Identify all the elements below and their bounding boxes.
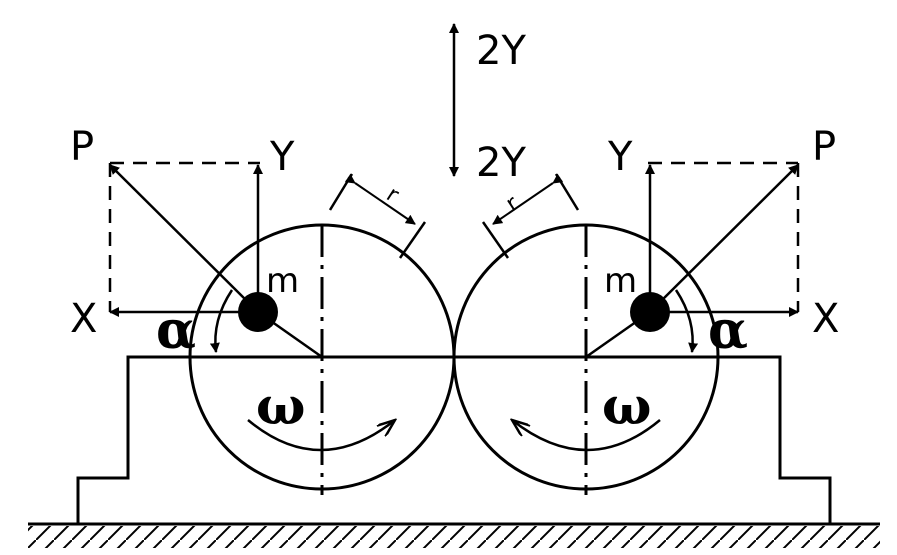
left-label-x: X [70,296,97,342]
right-label-y: Y [607,134,633,180]
right-label-m: m [604,261,637,301]
right-force-vectors [645,164,799,317]
left-mass [238,292,278,332]
left-label-y: Y [269,134,295,180]
right-label-p: P [812,124,836,170]
left-label-alpha: α [156,300,196,361]
left-force-rectangle [108,161,260,312]
left-label-omega: ω [256,376,306,437]
left-radius-dimension [328,173,427,259]
left-force-vectors [109,164,263,317]
left-label-r: r [382,182,404,208]
right-label-x: X [812,296,839,342]
label-2y-bottom: 2Y [476,140,526,186]
left-label-m: m [266,261,299,301]
right-label-r: r [502,191,524,217]
base-housing [76,355,832,524]
label-2y-top: 2Y [476,28,526,74]
right-label-omega: ω [602,376,652,437]
right-label-alpha: α [708,300,748,361]
left-wheel [188,223,456,495]
right-alpha-arc [674,289,699,353]
right-force-rectangle [648,161,800,312]
right-mass [630,292,670,332]
left-alpha-arc [209,289,234,353]
right-wheel [452,223,720,495]
ground [28,522,880,548]
left-label-p: P [70,124,94,170]
right-radius-dimension [481,173,580,259]
